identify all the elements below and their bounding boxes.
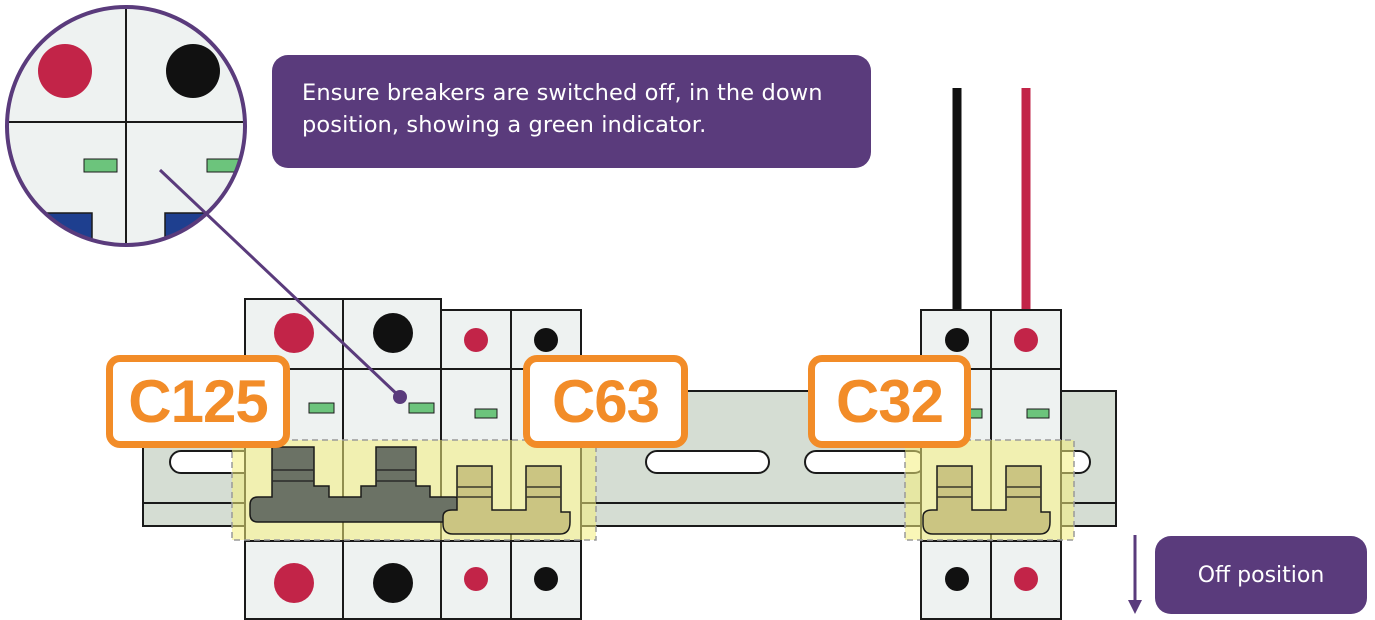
rail-slot (645, 450, 770, 474)
breaker-label-c63: C63 (523, 355, 688, 448)
red-terminal (1014, 567, 1038, 591)
zoom-magnifier (5, 5, 247, 247)
down-arrow-icon (1128, 535, 1142, 614)
black-terminal (166, 44, 220, 98)
zoom-pointer-line (158, 168, 402, 399)
black-terminal (373, 563, 413, 603)
breaker-label-c32: C32 (808, 355, 971, 448)
black-terminal (534, 328, 558, 352)
instruction-callout: Ensure breakers are switched off, in the… (272, 55, 871, 168)
off-position-callout: Off position (1155, 536, 1367, 614)
toggle-switch-c32 (922, 465, 1051, 535)
red-terminal (464, 567, 488, 591)
green-indicator (408, 402, 435, 414)
toggle-switch-c63 (442, 465, 571, 535)
zoom-pointer-dot (393, 390, 407, 404)
black-terminal (945, 328, 969, 352)
red-terminal (38, 44, 92, 98)
red-terminal (274, 313, 314, 353)
green-indicator (1026, 408, 1050, 419)
green-indicator (308, 402, 335, 414)
black-terminal (945, 567, 969, 591)
red-terminal (464, 328, 488, 352)
green-indicator (83, 158, 118, 173)
black-terminal (534, 567, 558, 591)
green-indicator (474, 408, 498, 419)
breaker-label-c125: C125 (106, 355, 290, 448)
black-terminal (373, 313, 413, 353)
red-terminal (274, 563, 314, 603)
red-terminal (1014, 328, 1038, 352)
